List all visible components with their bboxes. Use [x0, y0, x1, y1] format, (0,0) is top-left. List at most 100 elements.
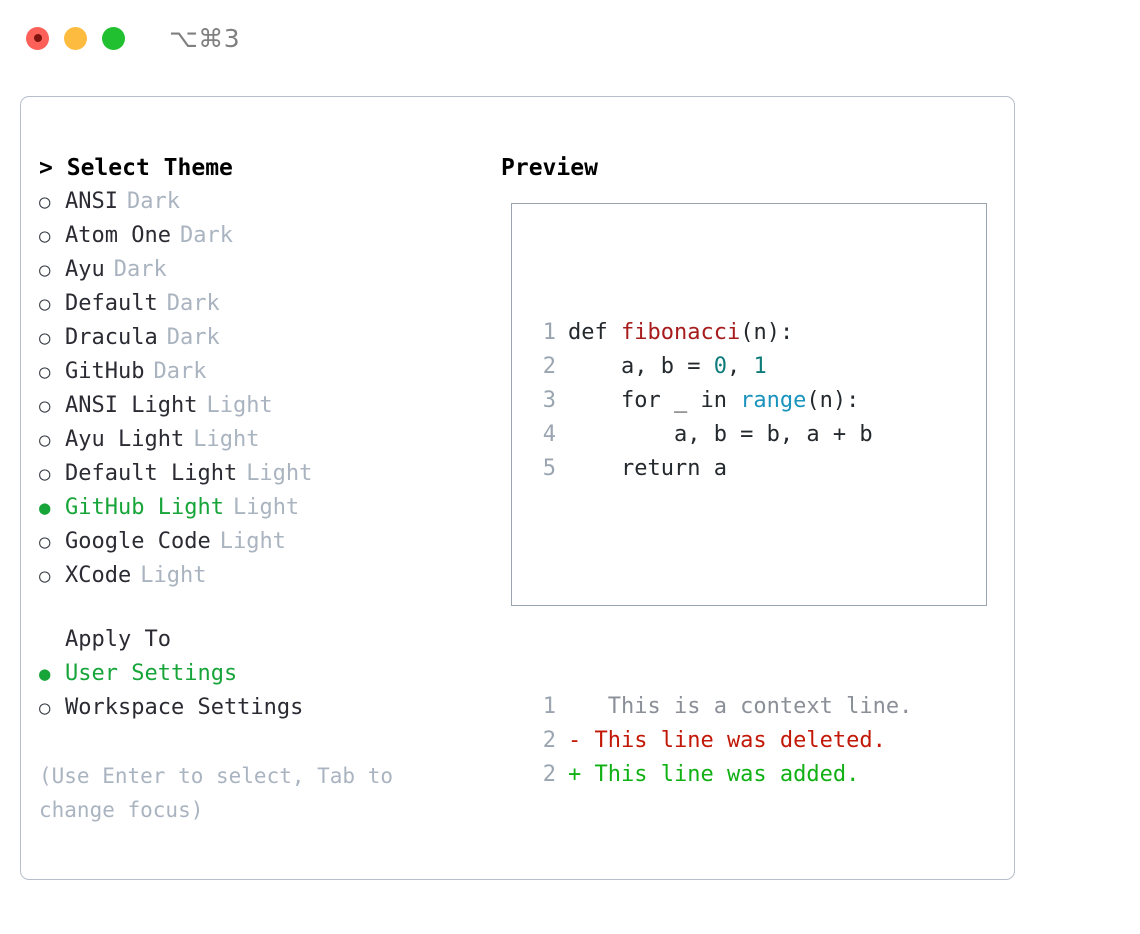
radio-unselected-icon[interactable]: ○: [39, 429, 51, 451]
theme-name-label: Default Light: [65, 461, 238, 486]
diff-line: 1 This is a context line.: [528, 690, 913, 724]
theme-variant-tag: Dark: [113, 257, 167, 282]
code-token-kw: def: [568, 320, 621, 345]
theme-list-item[interactable]: ○ Dracula Dark: [39, 321, 494, 355]
code-token-plain: return a: [568, 456, 727, 481]
theme-picker-title-text: Select Theme: [66, 155, 233, 181]
diff-text-del: - This line was deleted.: [568, 728, 886, 753]
theme-list-item[interactable]: ○ Google Code Light: [39, 525, 494, 559]
radio-unselected-icon[interactable]: ○: [39, 327, 51, 349]
code-line: 4 a, b = b, a + b: [528, 418, 912, 452]
apply-to-title-text: Apply To: [65, 627, 171, 652]
theme-list-item[interactable]: ○ Ayu Dark: [39, 253, 494, 287]
code-token-plain: a, b = b, a + b: [568, 422, 873, 447]
apply-to-list-item[interactable]: ○Workspace Settings: [39, 691, 494, 725]
radio-unselected-icon[interactable]: ○: [39, 259, 51, 281]
close-window-button[interactable]: [26, 26, 49, 50]
radio-unselected-icon[interactable]: ○: [39, 293, 51, 315]
radio-unselected-icon[interactable]: ○: [39, 191, 51, 213]
theme-variant-tag: Dark: [166, 291, 220, 316]
radio-unselected-icon[interactable]: ○: [39, 395, 51, 417]
line-number: 5: [542, 456, 556, 481]
theme-name-label: ANSI: [65, 189, 118, 214]
line-number: 1: [542, 694, 556, 719]
theme-variant-tag: Light: [219, 529, 286, 554]
code-token-num: 1: [753, 354, 767, 379]
line-number: 2: [542, 762, 556, 787]
theme-name-label: Google Code: [65, 529, 211, 554]
theme-list-item[interactable]: ○ Default Dark: [39, 287, 494, 321]
code-line: 1 def fibonacci(n):: [528, 316, 912, 350]
line-number: 3: [542, 388, 556, 413]
diff-text-add: + This line was added.: [568, 762, 860, 787]
code-token-plain: for _ in: [568, 388, 741, 413]
code-token-num: 0: [713, 354, 727, 379]
line-number: 2: [542, 728, 556, 753]
traffic-lights: [26, 26, 125, 50]
theme-variant-tag: Light: [193, 427, 260, 452]
radio-unselected-icon[interactable]: ○: [39, 225, 51, 247]
theme-name-label: Default: [65, 291, 158, 316]
apply-to-title-spacer: ○: [39, 623, 65, 657]
diff-text-context: This is a context line.: [568, 694, 913, 719]
radio-selected-icon[interactable]: ●: [39, 663, 51, 685]
theme-picker-title: > Select Theme: [39, 151, 494, 185]
preview-title: Preview: [501, 155, 598, 181]
radio-unselected-icon[interactable]: ○: [39, 565, 51, 587]
radio-unselected-icon[interactable]: ○: [39, 697, 51, 719]
diff-line: 2 - This line was deleted.: [528, 724, 912, 758]
theme-name-label: Dracula: [65, 325, 158, 350]
minimize-window-button[interactable]: [64, 26, 87, 50]
code-token-call: range: [740, 388, 807, 413]
keyboard-hint: (Use Enter to select, Tab to change focu…: [39, 764, 394, 822]
theme-name-label: Atom One: [65, 223, 171, 248]
theme-list-item[interactable]: ○ Atom One Dark: [39, 219, 494, 253]
theme-name-label: ANSI Light: [65, 393, 198, 418]
line-number: 1: [542, 320, 556, 345]
radio-selected-icon[interactable]: ●: [39, 497, 51, 519]
code-text: a, b = 0, 1: [568, 350, 767, 384]
theme-name-label: Ayu: [65, 257, 105, 282]
radio-unselected-icon[interactable]: ○: [39, 361, 51, 383]
title-bar: ⌥⌘3: [0, 0, 1140, 76]
diff-lines: 1 This is a context line. 2 - This line wa…: [528, 690, 913, 792]
code-diff-spacer: [528, 554, 912, 588]
apply-to-title: ○Apply To: [39, 623, 494, 657]
preview-column: Preview: [501, 151, 1001, 185]
code-token-plain: (n):: [806, 388, 860, 413]
code-token-plain: ,: [726, 354, 754, 379]
code-line: 2 a, b = 0, 1: [528, 350, 912, 384]
code-line: 5 return a: [528, 452, 912, 486]
apply-to-list: ● User Settings ○Workspace Settings: [39, 657, 494, 725]
code-text: a, b = b, a + b: [568, 418, 873, 452]
radio-unselected-icon[interactable]: ○: [39, 463, 51, 485]
theme-name-label: GitHub Light: [65, 495, 224, 520]
theme-name-label: XCode: [65, 563, 132, 588]
code-line: 3 for _ in range(n):: [528, 384, 912, 418]
code-token-fn: fibonacci: [620, 320, 741, 345]
theme-variant-tag: Dark: [179, 223, 233, 248]
zoom-window-button[interactable]: [102, 26, 125, 50]
theme-variant-tag: Dark: [166, 325, 220, 350]
code-text: def fibonacci(n):: [568, 316, 793, 350]
theme-name-label: GitHub: [65, 359, 145, 384]
code-token-plain: a, b =: [568, 354, 714, 379]
apply-to-section: ○Apply To ●User Settings○Workspace Setti…: [39, 623, 494, 725]
apply-to-label: User Settings: [65, 661, 238, 686]
code-text: for _ in range(n):: [568, 384, 859, 418]
radio-unselected-icon[interactable]: ○: [39, 531, 51, 553]
apply-to-list-item[interactable]: ● User Settings: [39, 657, 494, 691]
